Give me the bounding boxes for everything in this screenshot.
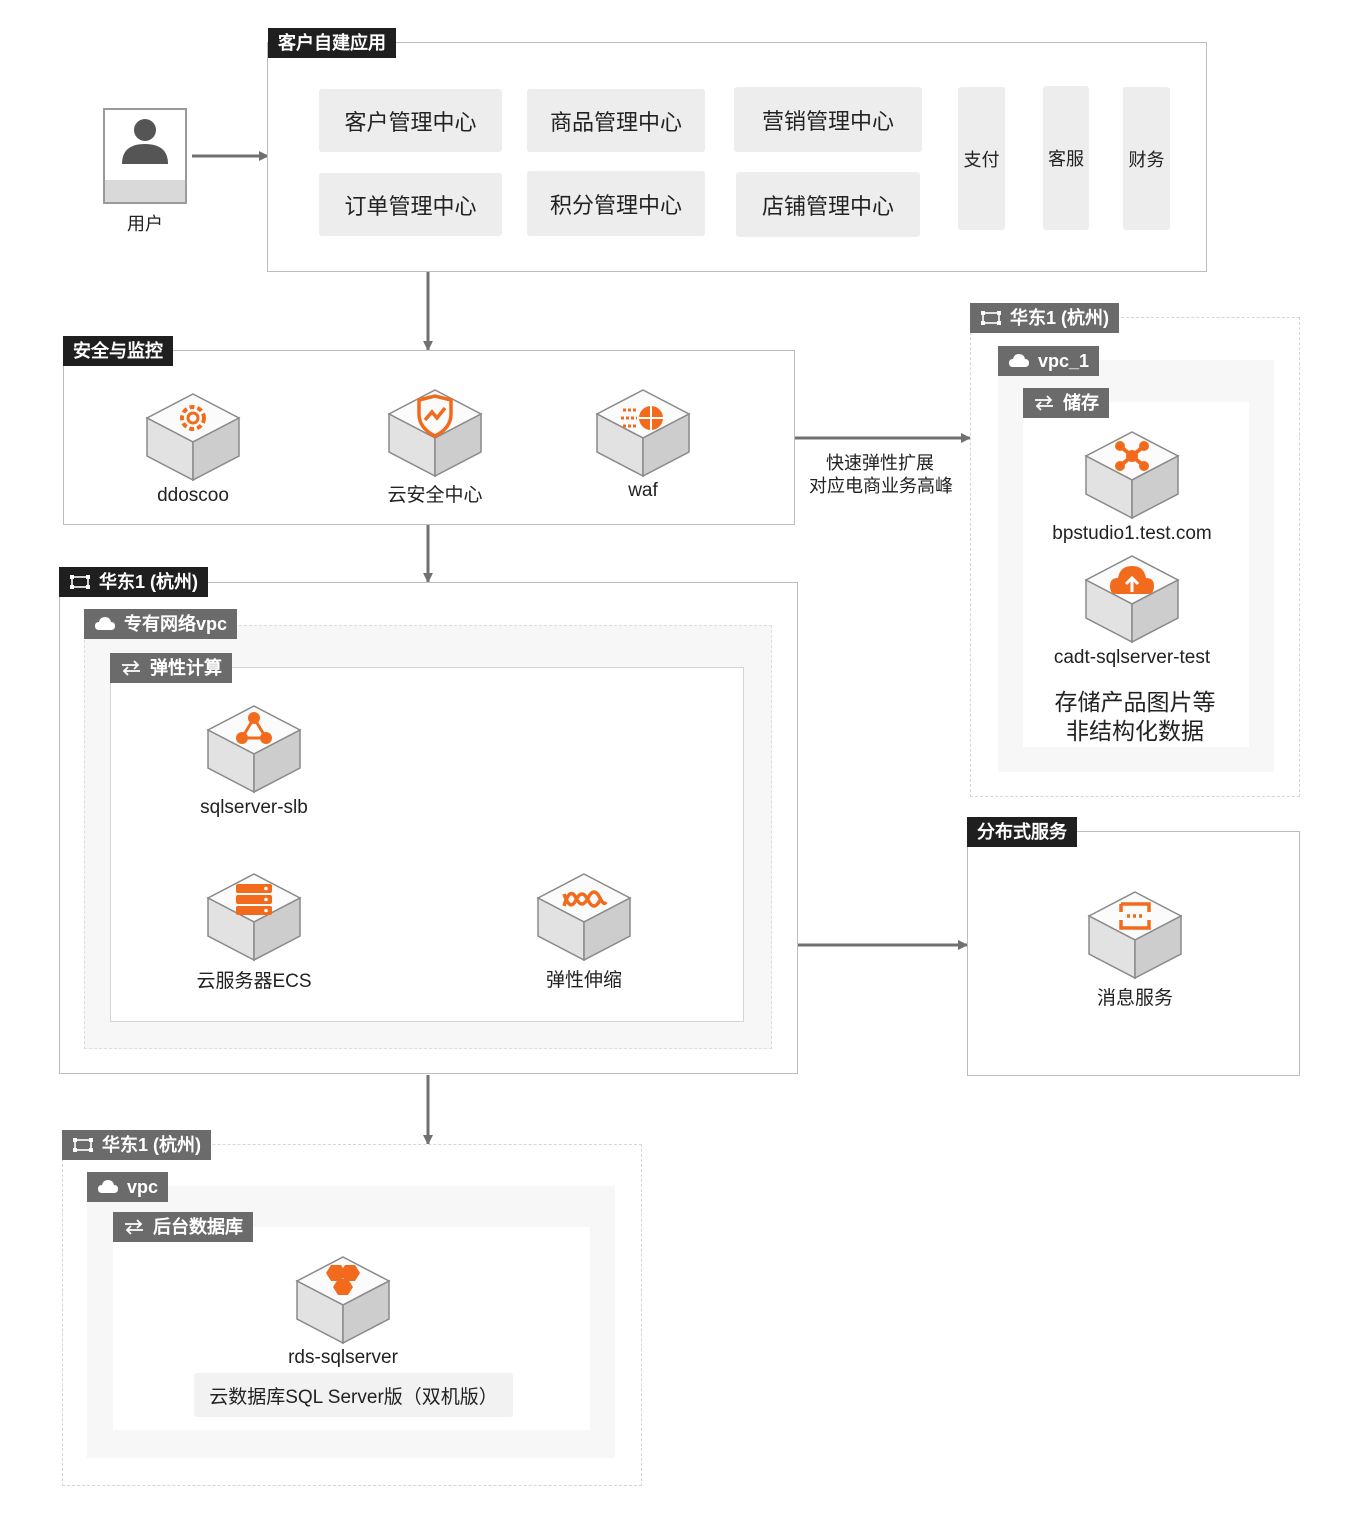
storage-group-tag: 储存: [1023, 388, 1109, 418]
app-box-points[interactable]: 积分管理中心: [527, 171, 705, 236]
user-node: [103, 108, 187, 204]
cadt-label: cadt-sqlserver-test: [1053, 647, 1211, 668]
cloud-icon: [1009, 354, 1029, 367]
oss-icon[interactable]: [1082, 430, 1182, 522]
db-group-name: 后台数据库: [153, 1217, 243, 1237]
app-box-order[interactable]: 订单管理中心: [319, 173, 502, 236]
db-vpc-tag: vpc: [87, 1172, 169, 1202]
db-group-tag: 后台数据库: [113, 1212, 253, 1242]
security-center-label: 云安全中心: [387, 485, 483, 506]
app-box-service[interactable]: 客服: [1043, 86, 1089, 230]
scaling-note-line2: 对应电商业务高峰: [809, 476, 953, 496]
scaling-note-line1: 快速弹性扩展: [826, 453, 934, 473]
storage-vpc-name: vpc_1: [1038, 351, 1090, 371]
autoscaling-icon[interactable]: [534, 872, 634, 964]
cloud-storage-icon[interactable]: [1082, 554, 1182, 646]
region-icon: [981, 311, 1001, 325]
db-region-tag: 华东1 (杭州): [62, 1130, 211, 1160]
compute-vpc-name: 专有网络vpc: [124, 614, 228, 634]
shield-icon[interactable]: [385, 388, 485, 480]
compute-region-tag: 华东1 (杭州): [59, 567, 208, 597]
cloud-icon: [98, 1180, 118, 1193]
storage-group-name: 储存: [1063, 393, 1099, 413]
storage-region-name: 华东1 (杭州): [1010, 308, 1109, 328]
app-box-marketing[interactable]: 营销管理中心: [734, 87, 922, 152]
user-icon: [103, 108, 187, 204]
user-label: 用户: [127, 214, 163, 234]
region-icon: [73, 1138, 93, 1152]
db-vpc-name: vpc: [127, 1177, 159, 1197]
bpstudio-label: bpstudio1.test.com: [1052, 523, 1212, 544]
compute-group-tag: 弹性计算: [110, 653, 232, 683]
gear-icon[interactable]: [143, 392, 243, 484]
storage-vpc-tag: vpc_1: [998, 346, 1100, 376]
server-icon[interactable]: [204, 872, 304, 964]
storage-note-line1: 存储产品图片等: [1054, 689, 1216, 715]
app-box-product[interactable]: 商品管理中心: [527, 89, 705, 152]
compute-region-name: 华东1 (杭州): [99, 572, 198, 592]
swap-icon: [122, 660, 140, 676]
apps-title: 客户自建应用: [268, 28, 396, 58]
load-balancer-icon[interactable]: [204, 704, 304, 796]
swap-icon: [1035, 395, 1053, 411]
region-icon: [70, 575, 90, 589]
app-box-payment[interactable]: 支付: [958, 87, 1005, 230]
storage-region-tag: 华东1 (杭州): [970, 303, 1119, 333]
firewall-icon[interactable]: [593, 388, 693, 480]
app-box-customer[interactable]: 客户管理中心: [319, 89, 502, 152]
compute-group-name: 弹性计算: [150, 658, 222, 678]
cloud-icon: [95, 617, 115, 630]
compute-vpc-tag: 专有网络vpc: [84, 609, 238, 639]
app-box-store[interactable]: 店铺管理中心: [736, 172, 920, 237]
app-box-finance[interactable]: 财务: [1123, 87, 1170, 230]
rds-icon[interactable]: [293, 1255, 393, 1347]
db-region-name: 华东1 (杭州): [102, 1135, 201, 1155]
message-icon[interactable]: [1085, 890, 1185, 982]
waf-label: waf: [628, 480, 658, 501]
rds-note: 云数据库SQL Server版（双机版）: [194, 1373, 513, 1417]
ecs-label: 云服务器ECS: [196, 971, 312, 992]
ddoscoo-label: ddoscoo: [157, 485, 229, 506]
message-service-label: 消息服务: [1096, 988, 1173, 1009]
distributed-title: 分布式服务: [967, 817, 1077, 847]
swap-icon: [125, 1219, 143, 1235]
rds-label: rds-sqlserver: [288, 1347, 398, 1368]
storage-note-line2: 非结构化数据: [1066, 718, 1204, 744]
autoscaling-label: 弹性伸缩: [545, 970, 622, 991]
slb-label: sqlserver-slb: [200, 797, 308, 818]
security-title: 安全与监控: [63, 336, 173, 366]
